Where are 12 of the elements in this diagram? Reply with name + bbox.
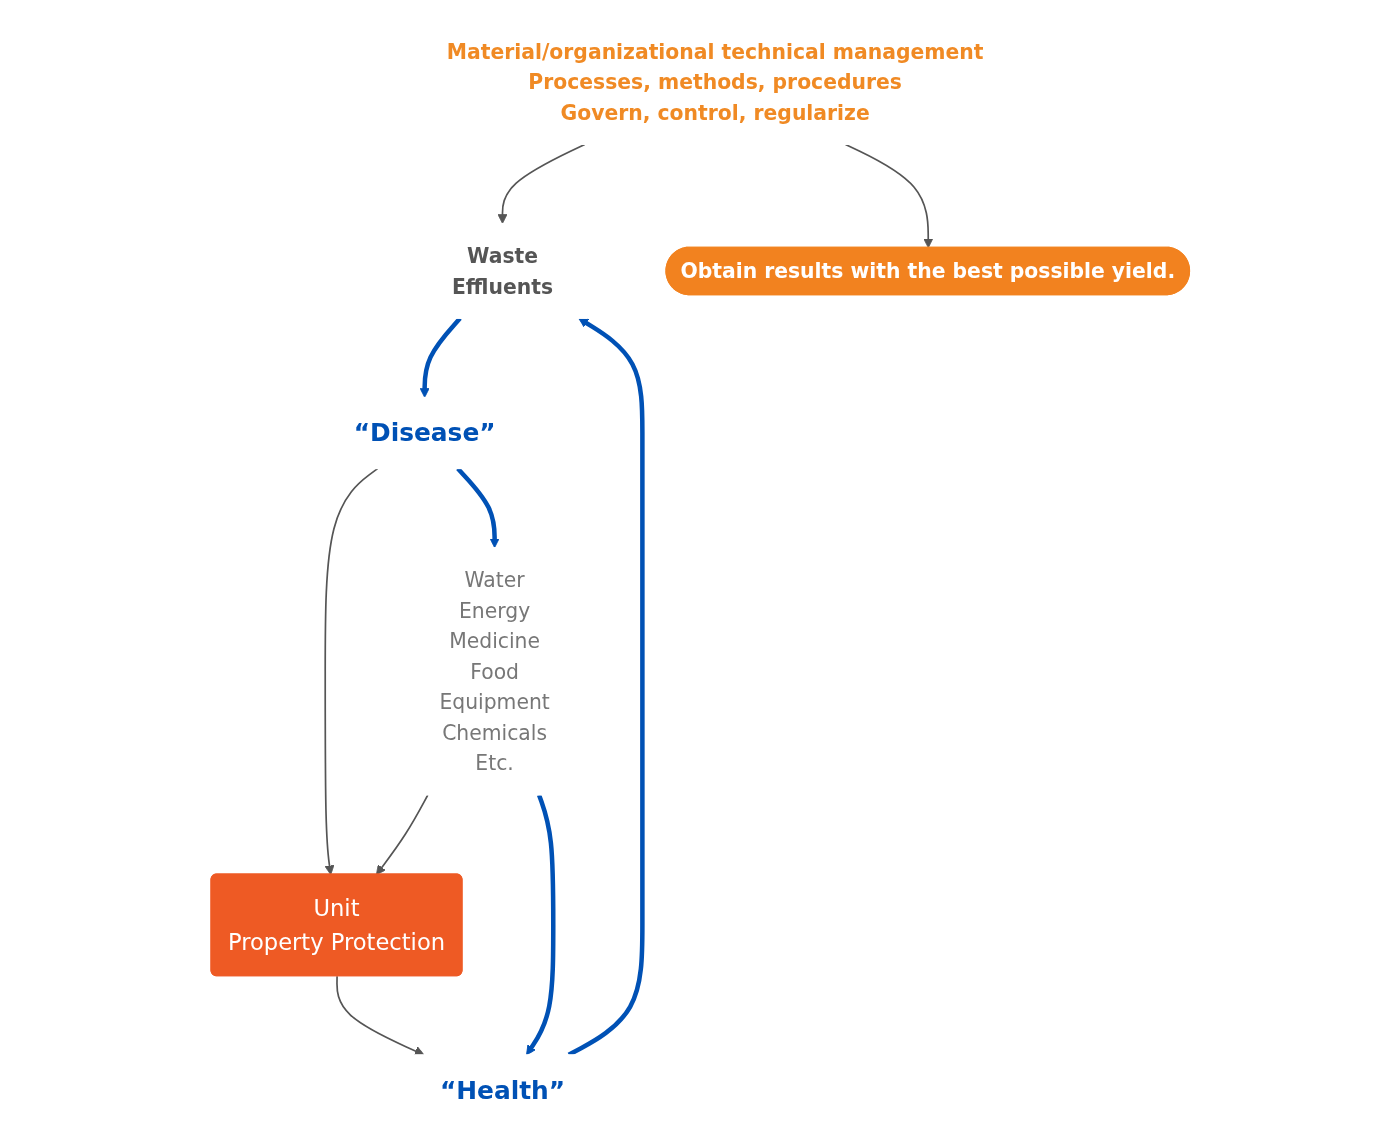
arrow (497, 143, 586, 224)
node-text: “Health” (439, 1076, 565, 1105)
node-text: Material/organizational technical management Processes, methods, procedures Govern, control, regularize (446, 39, 984, 125)
arrow (335, 975, 425, 1056)
arrow (525, 794, 556, 1056)
arrow (375, 794, 429, 876)
arrow (324, 467, 379, 876)
node-text: Water Energy Medicine Food Equipment Chemicals Etc. (439, 567, 550, 775)
arrow (455, 467, 500, 549)
arrow (844, 143, 933, 249)
node-text: “Disease” (353, 418, 496, 448)
node-text: Waste Effluents (451, 243, 553, 299)
